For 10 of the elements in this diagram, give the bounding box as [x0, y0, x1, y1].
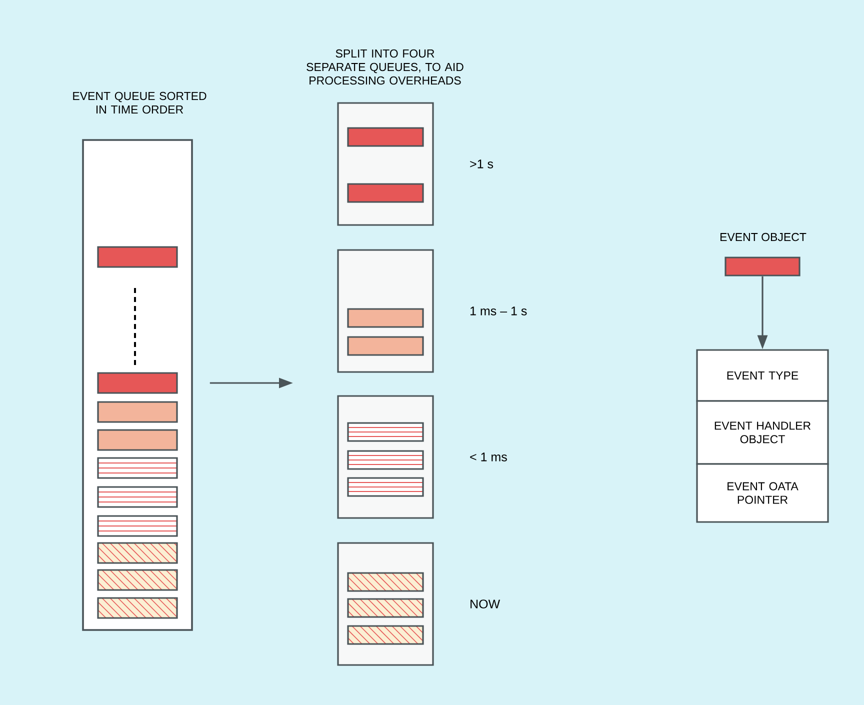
- table-cell: EVENT OATA POINTER: [696, 463, 829, 523]
- table-cell: EVENT TYPE: [696, 349, 829, 402]
- heading: SPLIT INTO FOUR SEPARATE QUEUES, TO AID PROCESSING OVERHEADS: [306, 49, 464, 85]
- heading: EVENT QUEUE SORTED IN TIME ORDER: [73, 92, 206, 114]
- table-cell: EVENT HANDLER OBJECT: [696, 400, 829, 465]
- time-range-label: >1 s: [470, 160, 494, 168]
- time-range-label: NOW: [470, 600, 500, 608]
- time-range-label: < 1 ms: [470, 452, 507, 462]
- time-range-label: 1 ms – 1 s: [470, 306, 527, 316]
- heading: EVENT OBJECT: [720, 232, 806, 242]
